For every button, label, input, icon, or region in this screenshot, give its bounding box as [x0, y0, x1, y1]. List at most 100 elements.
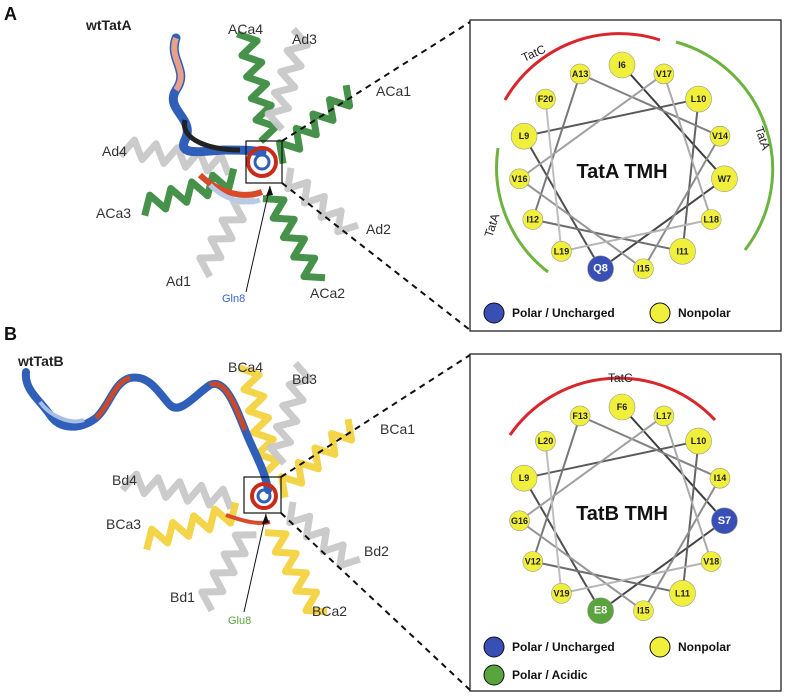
helix-label-bd2: Bd2 [364, 543, 389, 559]
helix-label-ad4: Ad4 [102, 143, 127, 159]
helix-ad1 [196, 197, 255, 279]
svg-text:L20: L20 [538, 436, 554, 446]
legend-b-polar-label: Polar / Uncharged [512, 640, 615, 654]
wheel-bond [518, 415, 665, 522]
legend-b-polar-swatch [483, 636, 505, 658]
svg-text:V16: V16 [512, 174, 528, 184]
tatb-structure [21, 361, 361, 616]
helix-aca4 [236, 30, 280, 144]
svg-text:I12: I12 [527, 215, 540, 225]
residue-w7: W7 [711, 165, 738, 193]
svg-text:V14: V14 [712, 131, 728, 141]
tatb-helical-wheel: F6L17L10I14S7V18L11I15E8V19V12G16L9L20F1… [509, 393, 738, 625]
svg-text:L19: L19 [554, 246, 570, 256]
wheel-bond [561, 560, 712, 595]
gln8-arrow [245, 185, 271, 293]
svg-text:W7: W7 [718, 174, 732, 184]
wheel-bond [518, 177, 645, 270]
helix-label-bca2: BCa2 [312, 603, 347, 619]
helix-label-ad1: Ad1 [166, 273, 191, 289]
svg-text:Q8: Q8 [593, 263, 608, 275]
helix-label-bd3: Bd3 [292, 371, 317, 387]
wheel-bond [523, 98, 699, 138]
wheel-bond [544, 440, 563, 594]
residue-l10: L10 [685, 427, 712, 455]
residue-f6: F6 [608, 393, 636, 421]
svg-text:L11: L11 [675, 588, 690, 598]
legend-a-polar-label: Polar / Uncharged [512, 306, 615, 320]
wheel-bond [662, 73, 713, 220]
residue-l18: L18 [700, 209, 722, 230]
svg-text:L17: L17 [656, 411, 672, 421]
wheel-bond [579, 72, 721, 138]
svg-text:F20: F20 [538, 94, 554, 104]
wheel-bond [561, 218, 712, 253]
svg-text:L9: L9 [519, 131, 530, 141]
svg-text:I15: I15 [637, 264, 650, 274]
svg-text:G16: G16 [511, 516, 528, 526]
helix-label-bd1: Bd1 [170, 589, 195, 605]
tatb-wheel-title: TatB TMH [576, 503, 668, 525]
residue-f13: F13 [569, 405, 591, 427]
helix-bd2 [286, 501, 361, 570]
residue-v19: V19 [551, 583, 572, 604]
glu8-label: Glu8 [228, 615, 251, 627]
residue-v17: V17 [653, 63, 675, 85]
residue-i6: I6 [608, 51, 636, 79]
svg-text:V19: V19 [553, 588, 569, 598]
svg-text:F6: F6 [617, 402, 628, 412]
residue-l11: L11 [669, 580, 696, 607]
wttatb-core-coil [250, 482, 278, 510]
zoom-line-top-b [280, 354, 471, 478]
helix-aca2 [262, 195, 326, 282]
residue-v12: V12 [522, 551, 544, 572]
helix-aca3 [141, 167, 238, 217]
helix-bca3 [143, 501, 240, 551]
helix-label-bca1: BCa1 [380, 421, 415, 437]
zoom-line-bottom-a [281, 182, 471, 331]
svg-text:F13: F13 [572, 411, 588, 421]
residue-e8: E8 [587, 597, 614, 625]
residue-l9: L9 [510, 464, 538, 492]
zoom-box-a [245, 140, 283, 184]
wttatb-label: wtTatB [17, 353, 64, 369]
svg-text:S7: S7 [718, 515, 731, 527]
residue-l10: L10 [685, 85, 712, 113]
svg-text:I15: I15 [637, 606, 650, 616]
wheel-bond [544, 98, 563, 252]
residue-i12: I12 [522, 209, 544, 230]
panel-a-letter: A [4, 4, 17, 24]
svg-text:L10: L10 [691, 94, 707, 104]
helix-bca4 [238, 364, 282, 478]
helix-ad4 [117, 136, 233, 176]
helix-ad3 [264, 27, 311, 132]
tatc-arc-b [508, 376, 717, 436]
svg-text:E8: E8 [594, 605, 607, 617]
residue-v18: V18 [700, 551, 722, 572]
wheel-bond [662, 415, 713, 562]
wheel-bond [518, 519, 645, 612]
helix-aca1 [276, 84, 354, 165]
tata-arc-right [675, 40, 775, 251]
legend-b-nonpolar-swatch [649, 636, 671, 658]
helix-ad2 [284, 167, 359, 236]
residue-g16: G16 [509, 510, 530, 532]
wheel-bond [642, 135, 721, 270]
zoom-box-b [243, 476, 282, 514]
helix-label-ad2: Ad2 [366, 221, 391, 237]
svg-text:L9: L9 [519, 473, 530, 483]
residue-v16: V16 [509, 168, 530, 190]
gln8-label: Gln8 [222, 293, 245, 305]
zoom-line-top-a [281, 21, 471, 142]
wttata-core-coil [246, 146, 278, 178]
svg-text:L10: L10 [691, 436, 707, 446]
residue-l9: L9 [510, 122, 538, 150]
helix-label-bd4: Bd4 [112, 472, 137, 488]
tata-helical-wheel: I6V17L10V14W7L18I11I15Q8L19I12V16L9F20A1… [509, 51, 738, 283]
helix-bca1 [278, 418, 356, 499]
wttata-label: wtTatA [85, 17, 132, 33]
residue-v14: V14 [709, 125, 731, 147]
helix-label-aca3: ACa3 [96, 205, 131, 221]
